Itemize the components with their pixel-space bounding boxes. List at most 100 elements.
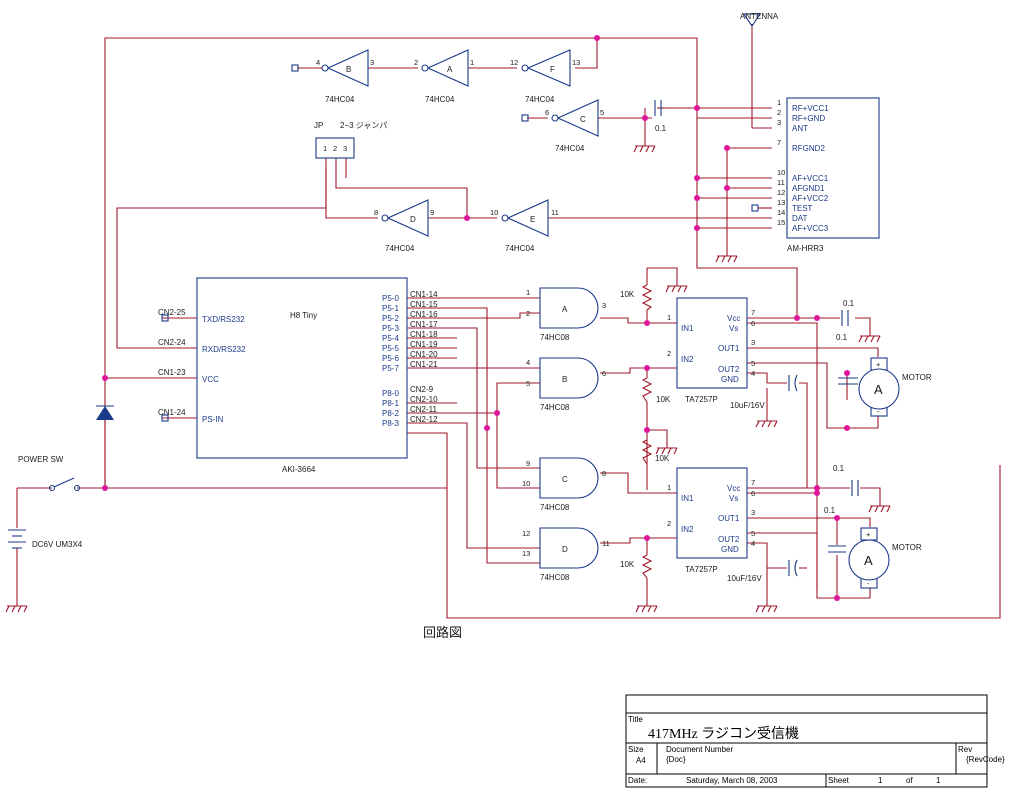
svg-text:9: 9 [430, 208, 434, 217]
receiver-pin-name: RF+GND [792, 114, 825, 123]
mcu-name: AKI-3664 [282, 465, 316, 474]
svg-text:D: D [562, 545, 568, 554]
receiver-pin-number: 15 [777, 218, 785, 227]
svg-text:3: 3 [751, 508, 755, 517]
svg-text:0.1: 0.1 [824, 506, 836, 515]
svg-text:+: + [876, 360, 881, 369]
svg-text:74HC04: 74HC04 [505, 244, 535, 253]
inverter-f: F 12 13 74HC04 [510, 49, 580, 104]
ground-icon [635, 597, 658, 613]
svg-text:1: 1 [667, 313, 671, 322]
antenna-label: ANTENNA [740, 12, 779, 21]
svg-text:C: C [562, 475, 568, 484]
mcu-port-label: P5-0 [382, 294, 399, 303]
svg-text:-: - [867, 579, 870, 588]
mcu-net-label: CN2-12 [410, 415, 438, 424]
receiver-pin-name: ANT [792, 124, 808, 133]
svg-text:1: 1 [667, 483, 671, 492]
svg-text:7: 7 [751, 478, 755, 487]
receiver-pin-name: AFGND1 [792, 184, 825, 193]
svg-text:3: 3 [602, 301, 606, 310]
receiver-pin-number: 10 [777, 168, 785, 177]
svg-text:Saturday, March 08, 2003: Saturday, March 08, 2003 [686, 776, 778, 785]
receiver-module: AM-HRR3 1RF+VCC12RF+GND3ANT7RFGND210AF+V… [751, 97, 880, 253]
svg-text:5: 5 [600, 108, 604, 117]
svg-text:5: 5 [751, 359, 755, 368]
svg-text:0.1: 0.1 [843, 299, 855, 308]
mcu-net-label: CN1-18 [410, 330, 438, 339]
svg-text:1: 1 [470, 58, 474, 67]
svg-text:9: 9 [526, 459, 530, 468]
svg-text:0.1: 0.1 [836, 333, 848, 342]
mcu-port-label: P5-5 [382, 344, 399, 353]
svg-text:1: 1 [878, 776, 883, 785]
junction-dots [102, 35, 850, 601]
svg-text:CN1-24: CN1-24 [158, 408, 186, 417]
and-gate-d: D 12 13 11 74HC08 [522, 527, 610, 582]
svg-text:6: 6 [602, 369, 606, 378]
ground-icon [755, 597, 778, 613]
svg-text:OUT2: OUT2 [718, 535, 740, 544]
svg-text:GND: GND [721, 375, 739, 384]
svg-text:3: 3 [343, 144, 347, 153]
ground-icon [5, 597, 28, 613]
svg-text:10: 10 [522, 479, 530, 488]
svg-text:6: 6 [545, 108, 549, 117]
pin-terminal [161, 314, 169, 322]
svg-text:Size: Size [628, 745, 644, 754]
power-section: POWER SW DC6V UM3X4 [8, 405, 114, 549]
mcu-title: H8 Tiny [290, 311, 317, 320]
svg-text:Document Number: Document Number [666, 745, 733, 754]
svg-text:OUT2: OUT2 [718, 365, 740, 374]
svg-text:12: 12 [522, 529, 530, 538]
receiver-pin-number: 7 [777, 138, 781, 147]
ground-symbols [5, 137, 891, 613]
svg-text:74HC08: 74HC08 [540, 333, 570, 342]
svg-text:10uF/16V: 10uF/16V [730, 401, 765, 410]
antenna: ANTENNA [740, 12, 779, 27]
inverter-a: A 2 1 74HC04 [414, 49, 474, 104]
svg-text:4: 4 [526, 358, 530, 367]
receiver-pin-number: 3 [777, 118, 781, 127]
svg-text:2: 2 [667, 519, 671, 528]
inverter-b: B 4 3 74HC04 [291, 49, 374, 104]
motor-1: A + - MOTOR [858, 357, 932, 417]
receiver-pin-name: DAT [792, 214, 808, 223]
ground-icon [655, 439, 678, 455]
svg-text:MOTOR: MOTOR [902, 373, 932, 382]
svg-text:C: C [580, 115, 586, 124]
mcu-net-label: CN1-14 [410, 290, 438, 299]
mcu-net-label: CN1-15 [410, 300, 438, 309]
svg-text:8: 8 [374, 208, 378, 217]
jumper-jp: JP 2−3 ジャンパ 1 2 3 [314, 121, 387, 159]
svg-text:4: 4 [316, 58, 320, 67]
svg-text:RXD/RS232: RXD/RS232 [202, 345, 246, 354]
mcu-port-label: P8-0 [382, 389, 399, 398]
svg-text:1: 1 [526, 288, 530, 297]
inverter-d: D 8 9 74HC04 [374, 199, 434, 253]
mcu-port-label: P5-7 [382, 364, 399, 373]
svg-text:5: 5 [751, 529, 755, 538]
pin-terminal [161, 414, 169, 422]
svg-text:13: 13 [572, 58, 580, 67]
mcu-net-label: CN2-10 [410, 395, 438, 404]
svg-text:TA7257P: TA7257P [685, 565, 718, 574]
battery-label: DC6V UM3X4 [32, 540, 83, 549]
svg-text:0.1: 0.1 [655, 124, 667, 133]
svg-text:of: of [906, 776, 913, 785]
svg-text:F: F [550, 65, 555, 74]
svg-text:12: 12 [510, 58, 518, 67]
svg-text:74HC04: 74HC04 [525, 95, 555, 104]
svg-text:13: 13 [522, 549, 530, 558]
and-gate-a: A 1 2 3 74HC08 [526, 287, 606, 342]
svg-text:7: 7 [751, 308, 755, 317]
ground-icon [868, 497, 891, 513]
mcu-net-label: CN1-16 [410, 310, 438, 319]
svg-text:A4: A4 [636, 756, 646, 765]
receiver-pin-number: 11 [777, 178, 785, 187]
part-label: 74HC04 [325, 95, 355, 104]
svg-text:IN1: IN1 [681, 494, 694, 503]
ground-icon [633, 137, 656, 153]
svg-text:10K: 10K [656, 395, 671, 404]
receiver-pin-name: TEST [792, 204, 813, 213]
